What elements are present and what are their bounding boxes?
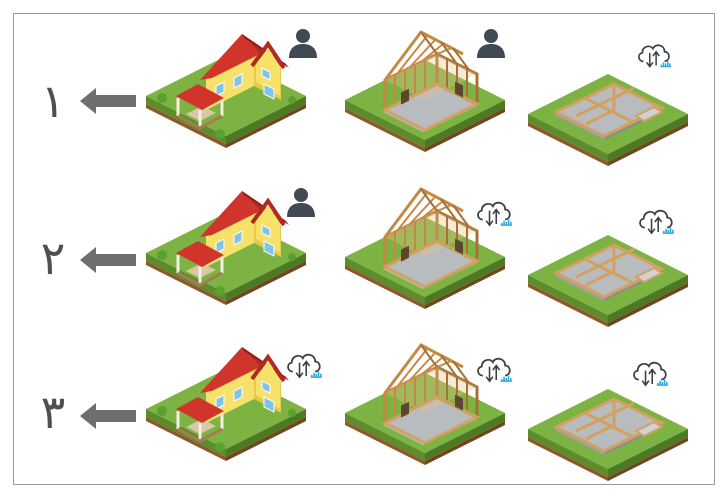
cloud-sync-icon <box>477 357 513 383</box>
step-number: ٢ <box>40 231 66 285</box>
row-3: ٣ <box>0 315 728 465</box>
cloud-sync-icon <box>638 44 672 68</box>
step-number: ١ <box>40 74 66 128</box>
cloud-sync-icon <box>639 209 675 235</box>
step-number: ٣ <box>40 385 66 439</box>
row-1: ١ <box>0 0 728 150</box>
arrow-left-icon <box>80 247 136 273</box>
finished-house-tile <box>146 183 306 308</box>
person-icon <box>287 188 315 217</box>
arrow-left-icon <box>80 88 136 114</box>
row-2: ٢ <box>0 155 728 305</box>
cloud-sync-icon <box>633 361 669 387</box>
cloud-sync-icon <box>287 353 323 379</box>
finished-house-tile <box>146 26 306 151</box>
person-icon <box>289 29 317 58</box>
arrow-left-icon <box>80 403 136 429</box>
person-icon <box>477 29 505 58</box>
cloud-sync-icon <box>477 201 513 227</box>
